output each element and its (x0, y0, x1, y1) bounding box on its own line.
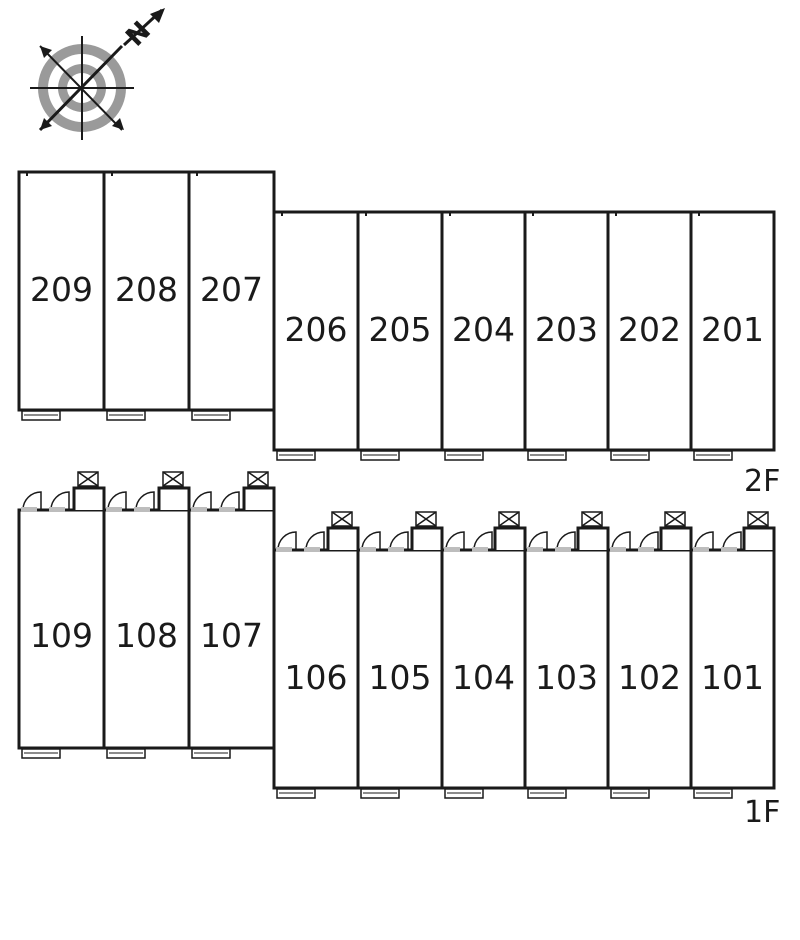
unit-number-109: 109 (30, 616, 93, 655)
unit-109: 109 (17, 471, 106, 759)
unit-206: 206 (272, 210, 360, 461)
unit-number-105: 105 (369, 658, 432, 697)
unit-number-103: 103 (535, 658, 598, 697)
unit-number-107: 107 (200, 616, 263, 655)
compass-rose-icon: N (30, 8, 165, 140)
floor-1f: 109 108 107 106 105 104 103 102 101 (17, 471, 776, 799)
entrance-door-icon (358, 511, 444, 552)
unit-number-101: 101 (701, 658, 764, 697)
unit-203: 203 (523, 210, 610, 461)
unit-number-205: 205 (369, 310, 432, 349)
unit-207: 207 (187, 170, 276, 421)
unit-101: 101 (689, 511, 776, 799)
entrance-door-icon (189, 471, 276, 512)
entrance-door-icon (104, 471, 191, 512)
entrance-door-icon (442, 511, 527, 552)
entrance-door-icon (608, 511, 693, 552)
unit-209: 209 (17, 170, 106, 421)
unit-106: 106 (272, 511, 360, 799)
unit-205: 205 (356, 210, 444, 461)
unit-103: 103 (523, 511, 610, 799)
entrance-door-icon (525, 511, 610, 552)
unit-204: 204 (440, 210, 527, 461)
unit-105: 105 (356, 511, 444, 799)
unit-number-207: 207 (200, 270, 263, 309)
floor-label-1f: 1F (744, 795, 780, 830)
unit-number-102: 102 (618, 658, 681, 697)
floor-2f: 209 208 207 206 205 204 203 202 201 (17, 170, 776, 461)
unit-number-202: 202 (618, 310, 681, 349)
unit-number-209: 209 (30, 270, 93, 309)
unit-202: 202 (606, 210, 693, 461)
unit-108: 108 (102, 471, 191, 759)
unit-208: 208 (102, 170, 191, 421)
unit-104: 104 (440, 511, 527, 799)
unit-201: 201 (689, 210, 776, 461)
unit-107: 107 (187, 471, 276, 759)
entrance-door-icon (691, 511, 776, 552)
unit-number-201: 201 (701, 310, 764, 349)
entrance-door-icon (274, 511, 360, 552)
unit-number-204: 204 (452, 310, 515, 349)
unit-number-206: 206 (285, 310, 348, 349)
unit-number-104: 104 (452, 658, 515, 697)
unit-102: 102 (606, 511, 693, 799)
floor-label-2f: 2F (744, 464, 780, 499)
unit-number-106: 106 (285, 658, 348, 697)
unit-number-203: 203 (535, 310, 598, 349)
unit-number-208: 208 (115, 270, 178, 309)
unit-number-108: 108 (115, 616, 178, 655)
entrance-door-icon (19, 471, 106, 512)
